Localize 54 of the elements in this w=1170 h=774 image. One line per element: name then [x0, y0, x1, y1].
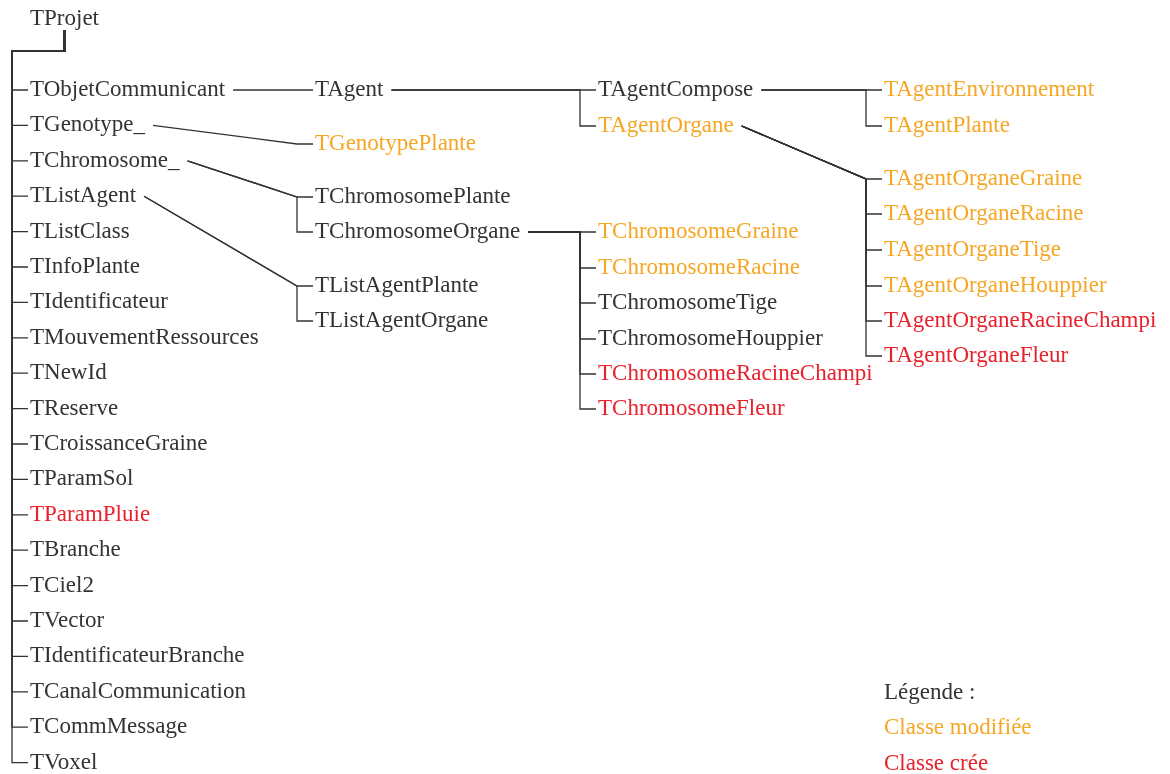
class-name: TChromosomeTige [598, 289, 778, 315]
legend-title: Légende : [884, 679, 976, 705]
class-name: TGenotype_ [30, 111, 145, 138]
class-name: TListAgent [30, 182, 137, 209]
legend-entry: Classe modifiée [884, 714, 1032, 740]
class-name: TAgentOrganeRacineChampi [884, 307, 1157, 333]
tree-connector [527, 231, 597, 410]
class-name: TAgentOrganeGraine [884, 165, 1083, 191]
class-name: TVoxel [30, 748, 98, 774]
class-name: TAgentEnvironnement [884, 76, 1095, 102]
class-name: TAgentOrganeFleur [884, 342, 1069, 368]
tree-connector [390, 89, 597, 127]
class-name: TCanalCommunication [30, 677, 246, 704]
class-name: TGenotypePlante [315, 130, 476, 156]
class-name: TChromosomePlante [315, 183, 511, 209]
tree-connector [186, 160, 314, 233]
tree-connector [232, 89, 314, 91]
class-name: TListAgentPlante [315, 272, 479, 298]
class-name: TCroissanceGraine [30, 430, 208, 456]
class-name: TParamSol [30, 465, 134, 492]
tree-connector [143, 195, 314, 322]
class-name: TNewId [30, 359, 107, 386]
class-name: TReserve [30, 394, 119, 421]
class-name: TVector [30, 607, 105, 633]
class-name: TAgentOrgane [598, 112, 734, 138]
class-name: TIdentificateur [30, 288, 168, 315]
class-name: TChromosomeGraine [598, 218, 799, 244]
class-name: TAgent [315, 76, 384, 102]
class-name: TAgentCompose [598, 76, 754, 102]
class-name: TCommMessage [30, 713, 188, 740]
tree-connector [741, 125, 883, 357]
class-name: TInfoPlante [30, 253, 140, 279]
class-name: TChromosomeRacine [598, 254, 800, 280]
class-name: TBranche [30, 536, 121, 563]
class-name: TAgentPlante [884, 112, 1010, 138]
class-name: TAgentOrganeTige [884, 236, 1062, 262]
class-name: TChromosomeFleur [598, 395, 785, 421]
class-name: TChromosomeOrgane [315, 218, 521, 244]
class-name: TListAgentOrgane [315, 307, 489, 333]
legend-entry: Classe crée [884, 750, 989, 774]
tree-connector [760, 89, 883, 127]
tree-connector [152, 124, 314, 145]
class-name: TChromosome_ [30, 146, 180, 173]
class-name: TListClass [30, 217, 130, 244]
class-name: TObjetCommunicant [30, 76, 226, 102]
class-name: TIdentificateurBranche [30, 642, 245, 669]
class-name: TChromosomeRacineChampi [598, 360, 873, 386]
class-name: TParamPluie [30, 500, 151, 527]
class-name: TCiel2 [30, 571, 94, 598]
class-name: TAgentOrganeHouppier [884, 272, 1107, 298]
class-name: TAgentOrganeRacine [884, 200, 1084, 226]
class-name: TProjet [30, 5, 99, 31]
class-name: TChromosomeHouppier [598, 325, 823, 351]
class-name: TMouvementRessources [30, 323, 259, 350]
